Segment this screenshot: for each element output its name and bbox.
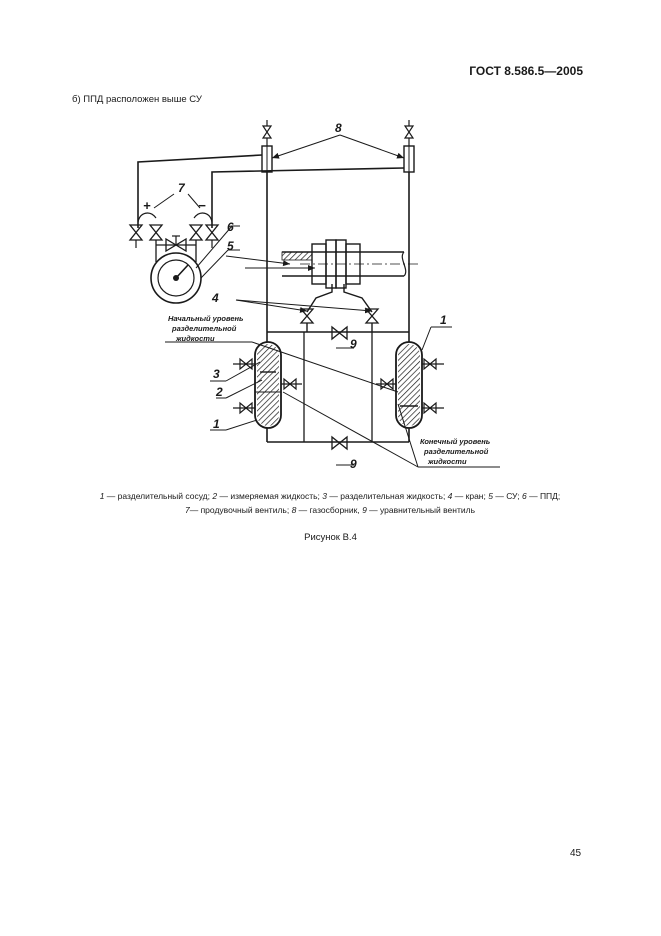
- label-3: 3: [213, 367, 220, 381]
- label-2: 2: [215, 385, 223, 399]
- separation-vessel-right: [376, 341, 444, 429]
- gas-collector-left: [261, 120, 273, 173]
- label-8: 8: [335, 121, 342, 135]
- svg-text:Конечный уровень: Конечный уровень: [420, 437, 491, 446]
- legend-line-1: 1 — разделительный сосуд; 2 — измеряемая…: [99, 491, 561, 501]
- purge-valve-left-icon: [128, 224, 144, 241]
- label-6: 6: [227, 220, 234, 234]
- svg-text:жидкости: жидкости: [427, 457, 467, 466]
- tap-valve-left-icon: [299, 308, 315, 324]
- label-1-right: 1: [440, 313, 447, 327]
- valve-block: [128, 212, 220, 262]
- top-valve-right-icon: [403, 125, 415, 139]
- note-final-level: Конечный уровень разделительной жидкости: [420, 437, 491, 466]
- top-valve-left-icon: [261, 125, 273, 139]
- document-id: ГОСТ 8.586.5—2005: [469, 64, 583, 78]
- purge-valve-right-icon: [204, 224, 220, 241]
- line-to-minus: [211, 167, 405, 228]
- figure-legend: 1 — разделительный сосуд; 2 — измеряемая…: [60, 489, 600, 517]
- equalizing-valve-icon: [165, 237, 187, 253]
- svg-text:разделительной: разделительной: [171, 324, 237, 333]
- label-4: 4: [211, 291, 219, 305]
- svg-text:разделительной: разделительной: [423, 447, 489, 456]
- svg-text:жидкости: жидкости: [175, 334, 215, 343]
- label-1-left: 1: [213, 417, 220, 431]
- page-number: 45: [570, 848, 582, 859]
- label-9-upper: 9: [350, 337, 357, 351]
- figure-subtitle: б) ППД расположен выше СУ: [72, 94, 202, 105]
- separation-vessel-left: [233, 341, 302, 429]
- label-minus: −: [198, 198, 206, 213]
- equalizing-valve-lower-icon: [331, 435, 348, 451]
- label-7: 7: [178, 181, 186, 195]
- pipe-with-orifice: [225, 239, 420, 289]
- pressure-gauge-icon: [150, 252, 202, 304]
- label-9-lower: 9: [350, 457, 357, 471]
- note-initial-level: Начальный уровень разделительной жидкост…: [168, 314, 244, 343]
- equalizing-valve-upper-icon: [331, 325, 348, 341]
- purge-valve-3-icon: [188, 224, 204, 241]
- figure-caption: Рисунок В.4: [304, 532, 357, 543]
- label-5: 5: [227, 239, 234, 253]
- svg-text:Начальный уровень: Начальный уровень: [168, 314, 244, 323]
- legend-line-2: 7— продувочный вентиль; 8 — газосборник,…: [184, 505, 476, 515]
- label-plus: +: [143, 198, 151, 213]
- gas-collector-right: [403, 120, 415, 173]
- tap-valve-right-icon: [364, 308, 380, 324]
- line-to-plus: [137, 154, 263, 228]
- purge-valve-2-icon: [148, 224, 164, 241]
